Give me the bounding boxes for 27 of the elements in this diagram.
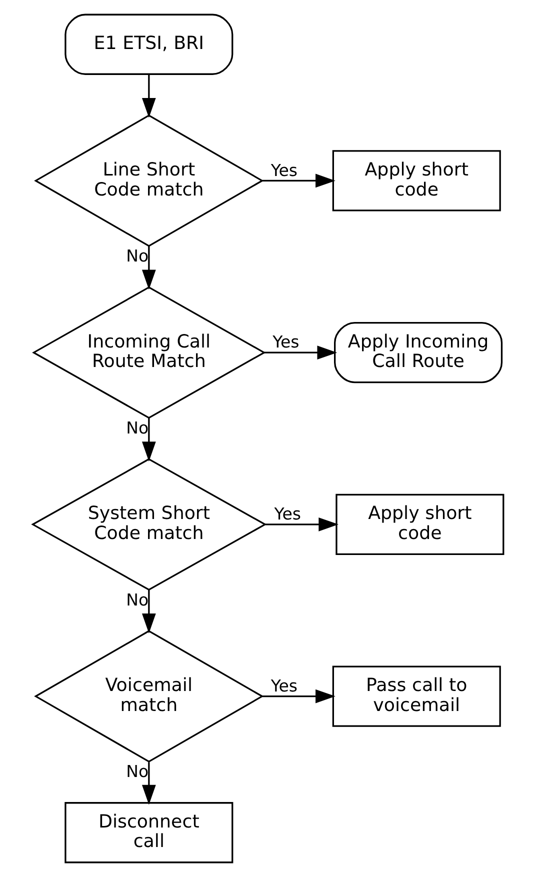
edge-label: No (126, 418, 149, 438)
edge-label: No (126, 246, 149, 266)
node-diamond: System Short Code match (31, 458, 267, 591)
arrow (142, 418, 156, 462)
node-box: Apply Incoming Call Route (334, 322, 503, 384)
edge-label: No (126, 762, 149, 782)
arrow (262, 174, 336, 188)
edge-label: Yes (270, 160, 298, 180)
arrow (264, 346, 338, 360)
node-box: Apply short code (332, 150, 501, 212)
arrow (142, 74, 156, 118)
node-diamond: Incoming Call Route Match (32, 286, 266, 419)
node-box: Apply short code (336, 494, 504, 555)
node-box: Disconnect call (64, 802, 234, 864)
edge-label: Yes (274, 504, 301, 524)
arrow (262, 689, 336, 704)
node-diamond: Voicemail match (34, 630, 264, 763)
arrow (142, 590, 156, 634)
arrow (142, 246, 156, 290)
edge-label: Yes (270, 676, 298, 696)
arrow (142, 762, 156, 805)
node-box: E1 ETSI, BRI (64, 14, 234, 75)
node-box: Pass call to voicemail (332, 666, 501, 727)
arrow (265, 517, 339, 532)
node-diamond: Line Short Code match (34, 114, 264, 247)
edge-label: No (126, 590, 149, 610)
edge-label: Yes (272, 332, 300, 352)
